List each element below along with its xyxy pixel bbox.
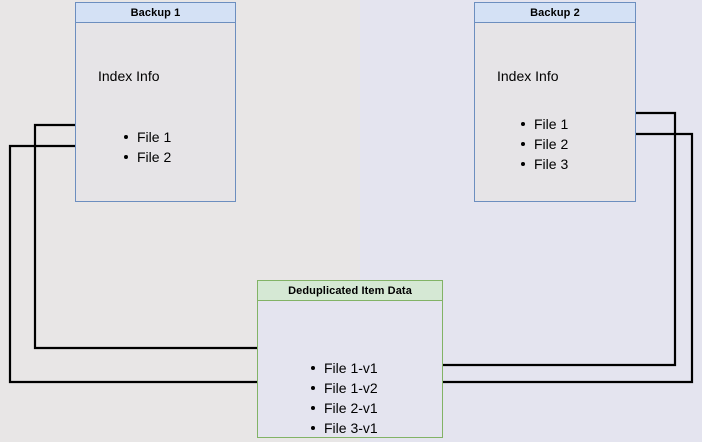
list-item: File 2-v1 xyxy=(308,398,378,418)
deduplicated-item-data-box[interactable]: Deduplicated Item Data File 1-v1 File 1-… xyxy=(257,280,443,438)
backup-2-title: Backup 2 xyxy=(475,3,635,23)
backup-2-box[interactable]: Backup 2 Index Info File 1 File 2 File 3 xyxy=(474,2,636,202)
list-item: File 1 xyxy=(518,114,568,134)
backup-2-file-list: File 1 File 2 File 3 xyxy=(518,114,568,174)
backup-1-box[interactable]: Backup 1 Index Info File 1 File 2 xyxy=(75,2,236,202)
list-item: File 3-v1 xyxy=(308,418,378,438)
list-item: File 2 xyxy=(121,147,171,167)
backup-1-file-list: File 1 File 2 xyxy=(121,127,171,167)
backup-2-index-label: Index Info xyxy=(497,68,559,84)
dedup-item-list: File 1-v1 File 1-v2 File 2-v1 File 3-v1 xyxy=(308,358,378,438)
dedup-title: Deduplicated Item Data xyxy=(258,281,442,301)
backup-1-title: Backup 1 xyxy=(76,3,235,23)
backup-1-index-label: Index Info xyxy=(98,68,160,84)
list-item: File 3 xyxy=(518,154,568,174)
list-item: File 1 xyxy=(121,127,171,147)
list-item: File 1-v2 xyxy=(308,378,378,398)
list-item: File 2 xyxy=(518,134,568,154)
list-item: File 1-v1 xyxy=(308,358,378,378)
